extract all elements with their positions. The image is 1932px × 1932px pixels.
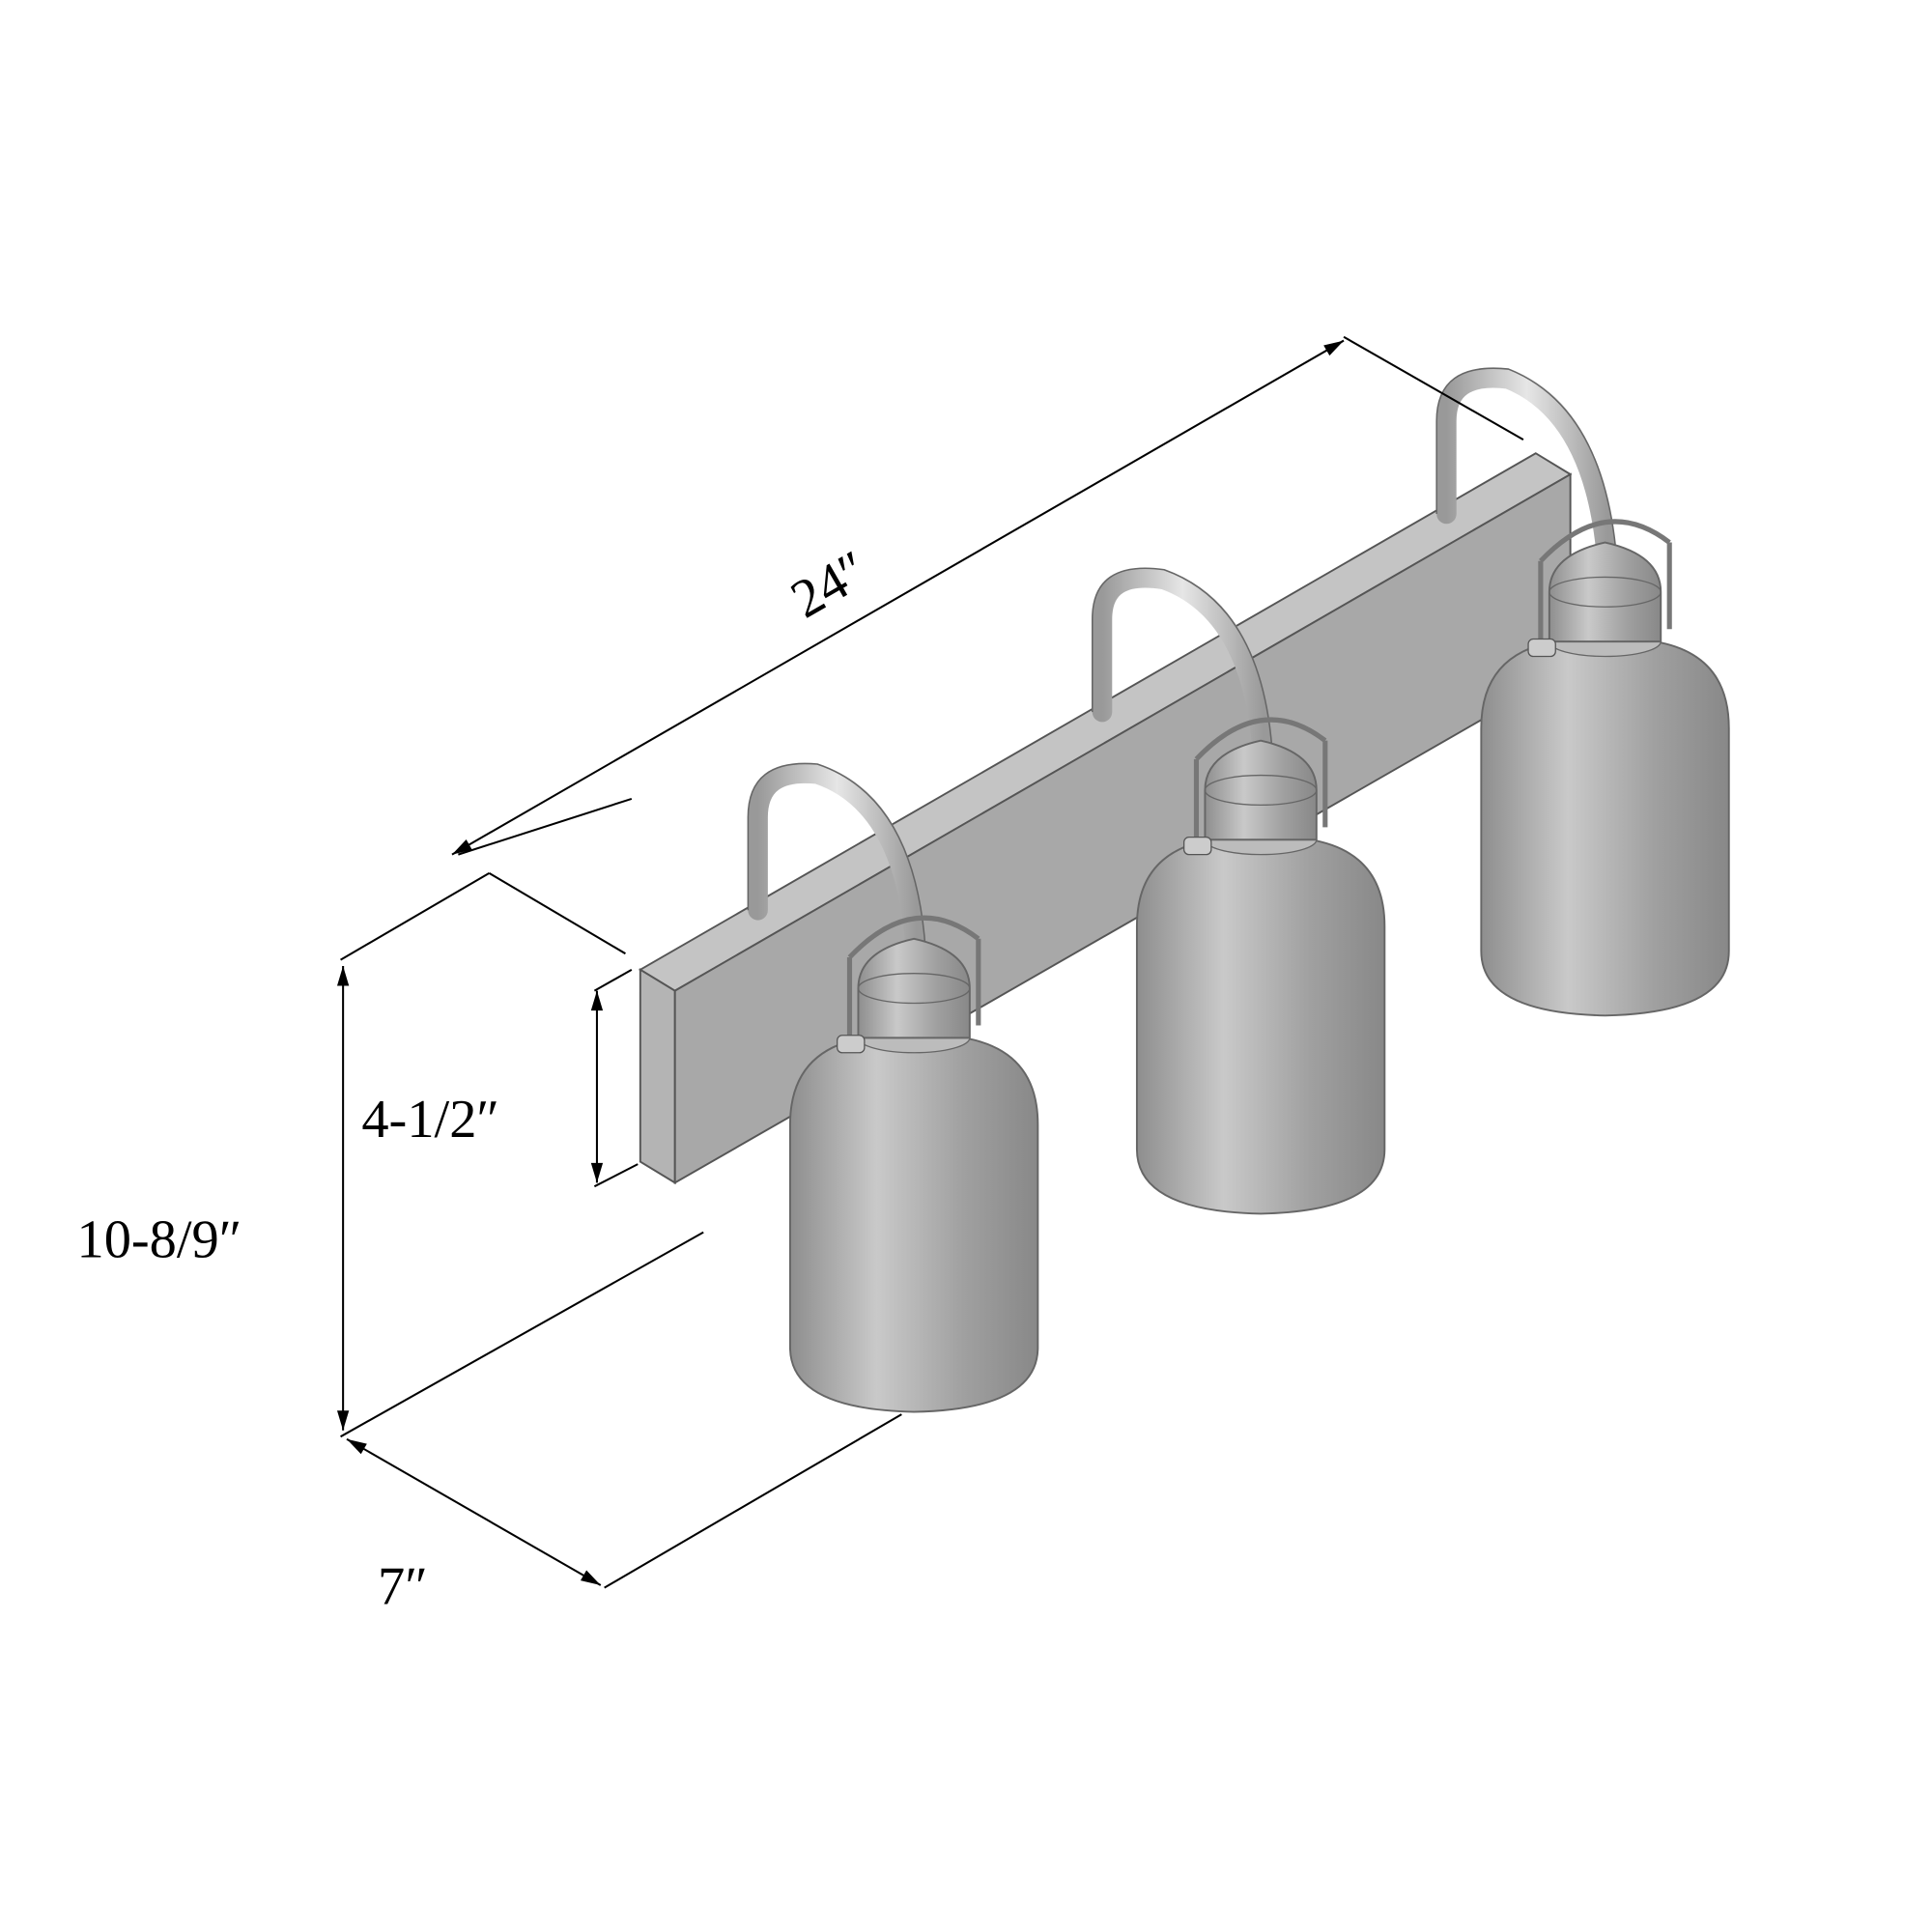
backplate-height-dimension: 4-1/2″: [361, 968, 639, 1188]
overall-height-dimension: 10-8/9″: [76, 871, 704, 1438]
backplate: [638, 452, 1573, 1185]
depth-label: 7″: [378, 1556, 428, 1616]
backplate-height-label: 4-1/2″: [361, 1090, 499, 1150]
overall-height-label: 10-8/9″: [76, 1209, 242, 1269]
depth-dimension: 7″: [346, 1413, 902, 1616]
